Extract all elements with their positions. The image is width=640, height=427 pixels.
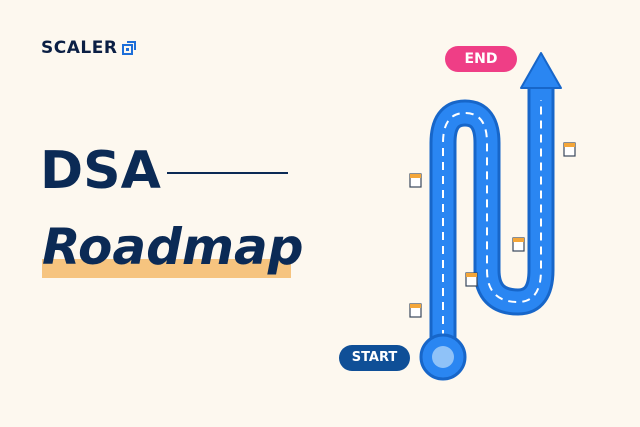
end-arrow-icon: [520, 52, 562, 89]
title-roadmap: Roadmap: [42, 218, 304, 276]
milestone-marker-icon: [563, 142, 576, 157]
milestone-marker-icon: [409, 303, 422, 318]
road-path: [432, 84, 552, 360]
start-node-core: [432, 346, 454, 368]
title-divider: [167, 172, 288, 174]
road-center-line: [442, 100, 542, 338]
scaler-logo-mark-icon: [122, 41, 137, 55]
milestone-marker-icon: [465, 272, 478, 287]
end-label: END: [445, 46, 517, 72]
scaler-logo[interactable]: SCALER: [41, 36, 137, 60]
start-label: START: [339, 345, 410, 371]
title-roadmap-block: Roadmap: [42, 216, 304, 282]
milestone-marker-icon: [512, 237, 525, 252]
title-highlight-bar: [42, 259, 291, 278]
title-dsa: DSA: [40, 141, 161, 201]
scaler-logo-text: SCALER: [41, 38, 118, 58]
milestone-marker-icon: [409, 173, 422, 188]
